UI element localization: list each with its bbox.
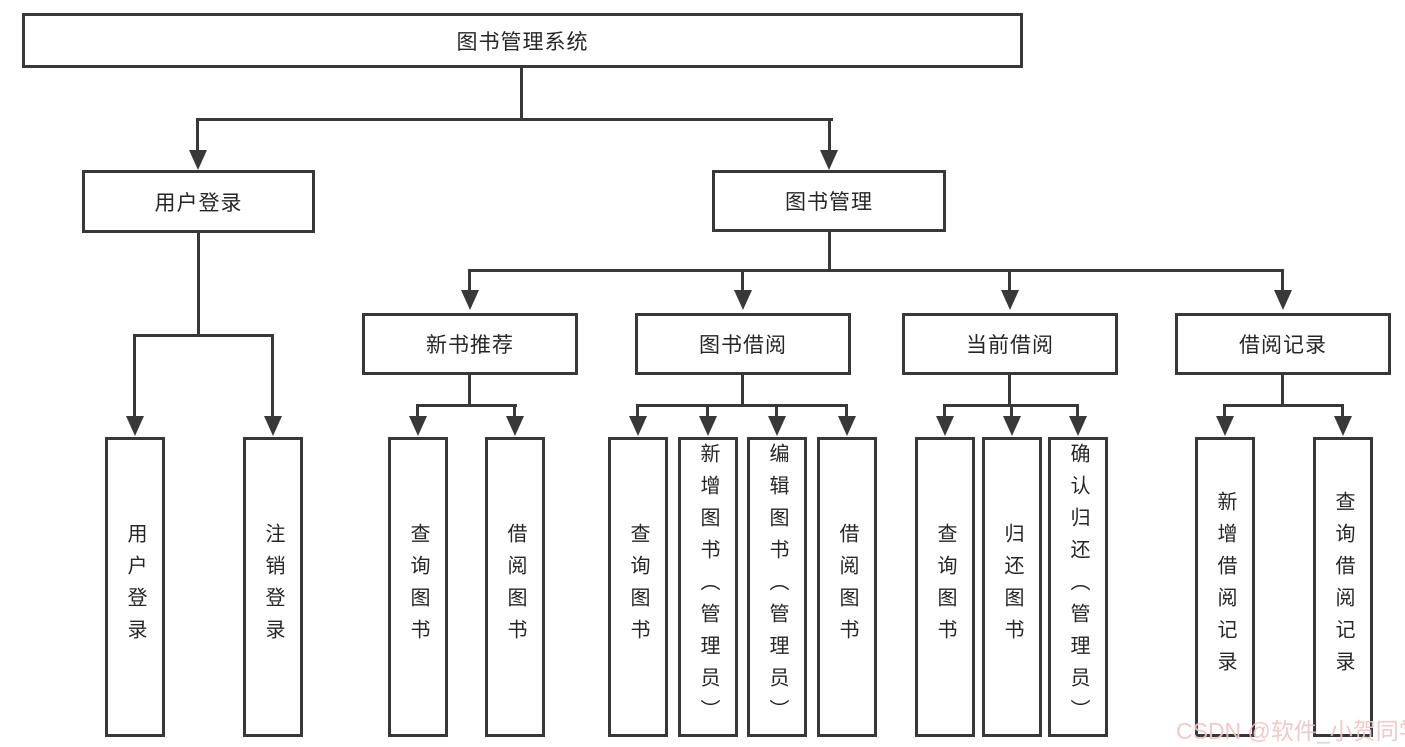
- arrow-down-icon: [629, 416, 647, 436]
- leaf-search-books-3: 查询图书: [915, 437, 975, 737]
- connector-hline: [133, 334, 274, 337]
- connector-hline: [636, 404, 848, 407]
- node-new-book-recommendation: 新书推荐: [362, 313, 578, 375]
- leaf-return-books: 归还图书: [982, 437, 1042, 737]
- leaf-label: 确认归还（管理员）: [1067, 443, 1089, 731]
- arrow-down-icon: [409, 416, 427, 436]
- arrow-down-icon: [1001, 290, 1019, 310]
- connector-hline: [416, 404, 517, 407]
- leaf-label: 注销登录: [262, 523, 284, 651]
- node-book-borrowing: 图书借阅: [635, 313, 851, 375]
- arrow-down-icon: [1003, 416, 1021, 436]
- leaf-search-borrowing-record: 查询借阅记录: [1313, 437, 1373, 737]
- connector-vline: [943, 407, 946, 417]
- connector-hline: [943, 404, 1079, 407]
- connector-vline: [1281, 375, 1284, 407]
- connector-vline: [775, 407, 778, 417]
- arrow-down-icon: [1069, 416, 1087, 436]
- node-book-management: 图书管理: [712, 170, 946, 232]
- node-label: 当前借阅: [966, 334, 1054, 357]
- watermark-text: CSDN @软件_小贺同学: [1176, 718, 1405, 744]
- arrow-down-icon: [768, 416, 786, 436]
- arrow-down-icon: [189, 150, 207, 170]
- connector-vline: [741, 375, 744, 407]
- node-label: 图书管理系统: [456, 30, 589, 54]
- connector-vline: [513, 407, 516, 417]
- node-label: 借阅记录: [1239, 334, 1327, 357]
- leaf-logout: 注销登录: [243, 437, 303, 737]
- leaf-user-login: 用户登录: [105, 437, 165, 737]
- leaf-label: 查询图书: [407, 523, 429, 651]
- connector-vline: [1010, 407, 1013, 417]
- connector-vline: [468, 375, 471, 407]
- leaf-label: 查询图书: [934, 523, 956, 651]
- node-user-login: 用户登录: [82, 170, 315, 233]
- connector-vline: [468, 272, 471, 291]
- arrow-down-icon: [1334, 416, 1352, 436]
- arrow-down-icon: [838, 416, 856, 436]
- arrow-down-icon: [1216, 416, 1234, 436]
- connector-vline: [271, 337, 274, 417]
- leaf-add-book-admin: 新增图书（管理员）: [678, 437, 738, 737]
- leaf-borrow-books-2: 借阅图书: [817, 437, 877, 737]
- leaf-label: 新增借阅记录: [1214, 491, 1236, 683]
- arrow-down-icon: [506, 416, 524, 436]
- connector-vline: [197, 233, 200, 337]
- arrow-down-icon: [264, 416, 282, 436]
- leaf-label: 借阅图书: [836, 523, 858, 651]
- node-current-borrowing: 当前借阅: [902, 313, 1118, 375]
- connector-vline: [1008, 272, 1011, 291]
- arrow-down-icon: [126, 416, 144, 436]
- connector-vline: [1281, 272, 1284, 291]
- arrow-down-icon: [820, 150, 838, 170]
- leaf-add-borrowing-record: 新增借阅记录: [1195, 437, 1255, 737]
- connector-vline: [828, 121, 831, 153]
- leaf-borrow-books-1: 借阅图书: [485, 437, 545, 737]
- arrow-down-icon: [734, 290, 752, 310]
- connector-vline: [1076, 407, 1079, 417]
- connector-vline: [196, 121, 199, 153]
- connector-hline: [468, 269, 1284, 272]
- leaf-search-books-2: 查询图书: [608, 437, 668, 737]
- leaf-confirm-return-admin: 确认归还（管理员）: [1048, 437, 1108, 737]
- node-library-management-system: 图书管理系统: [22, 13, 1023, 68]
- leaf-label: 查询图书: [627, 523, 649, 651]
- connector-hline: [196, 118, 833, 121]
- node-label: 用户登录: [154, 191, 243, 215]
- connector-vline: [1223, 407, 1226, 417]
- arrow-down-icon: [699, 416, 717, 436]
- leaf-label: 新增图书（管理员）: [697, 443, 719, 731]
- leaf-label: 归还图书: [1001, 523, 1023, 651]
- node-label: 图书借阅: [699, 334, 787, 357]
- arrow-down-icon: [461, 290, 479, 310]
- connector-vline: [741, 272, 744, 291]
- connector-vline: [636, 407, 639, 417]
- arrow-down-icon: [936, 416, 954, 436]
- node-borrowing-records: 借阅记录: [1175, 313, 1391, 375]
- leaf-label: 借阅图书: [504, 523, 526, 651]
- connector-vline: [845, 407, 848, 417]
- connector-vline: [1008, 375, 1011, 407]
- node-label: 图书管理: [785, 191, 873, 214]
- connector-vline: [1341, 407, 1344, 417]
- connector-vline: [416, 407, 419, 417]
- connector-hline: [1223, 404, 1344, 407]
- leaf-label: 查询借阅记录: [1332, 491, 1354, 683]
- node-label: 新书推荐: [426, 334, 514, 357]
- connector-vline: [828, 232, 831, 272]
- leaf-search-books-1: 查询图书: [388, 437, 448, 737]
- arrow-down-icon: [1274, 290, 1292, 310]
- leaf-label: 用户登录: [124, 523, 146, 651]
- connector-vline: [706, 407, 709, 417]
- leaf-label: 编辑图书（管理员）: [766, 443, 788, 731]
- connector-vline: [520, 68, 523, 121]
- leaf-edit-book-admin: 编辑图书（管理员）: [747, 437, 807, 737]
- connector-vline: [133, 337, 136, 417]
